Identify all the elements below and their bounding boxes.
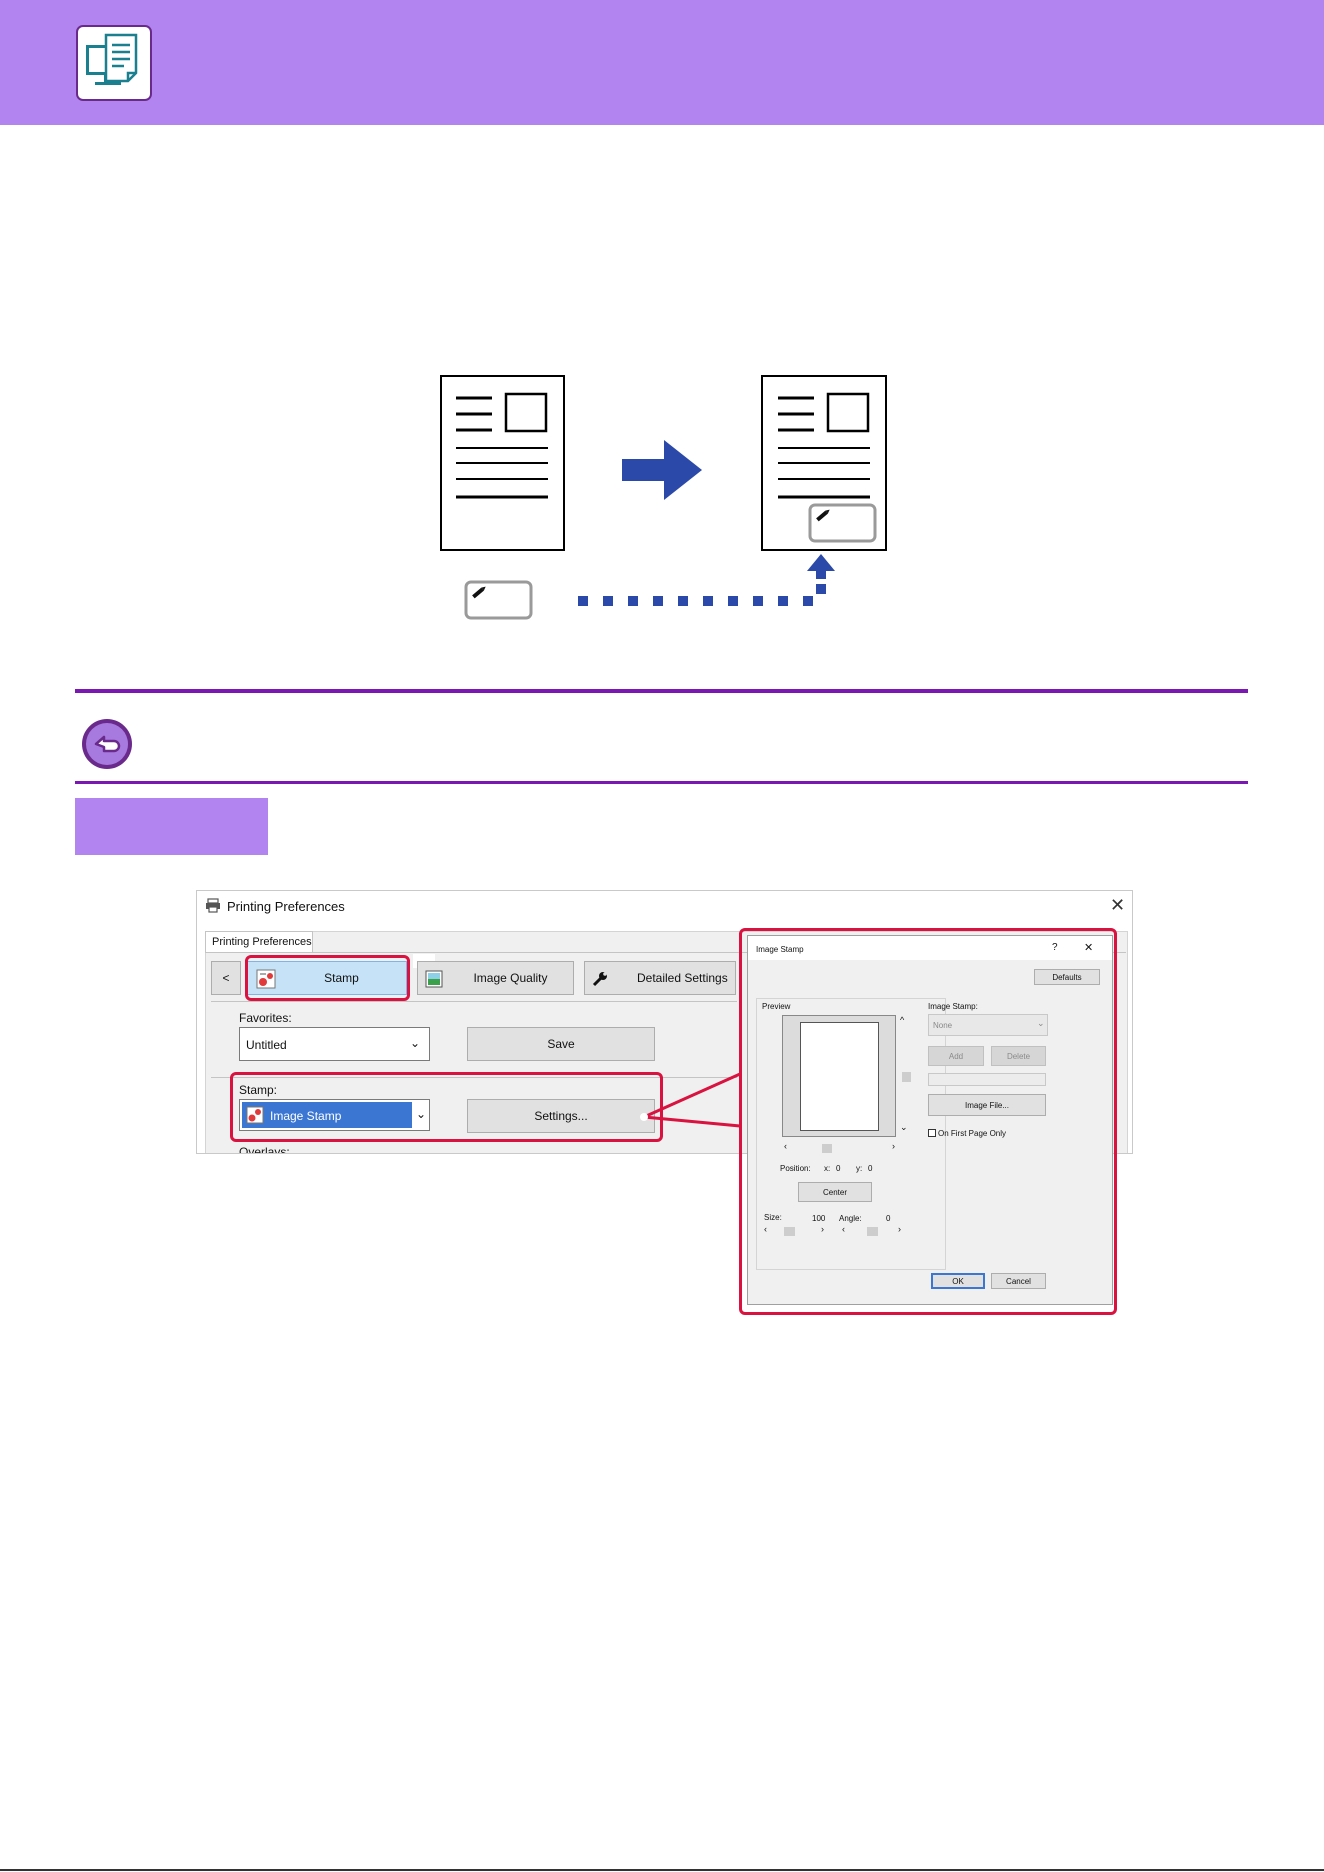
favorites-label: Favorites:: [239, 1011, 292, 1025]
printer-icon: [206, 898, 220, 913]
original-document: [440, 375, 565, 551]
stamped-document: [761, 375, 887, 551]
section-rule-bottom: [75, 781, 1248, 784]
dialog-title-bar: [748, 936, 1112, 960]
tab-printing-preferences[interactable]: Printing Preferences: [205, 931, 313, 953]
size-label: Size:: [764, 1213, 782, 1222]
cancel-button[interactable]: Cancel: [991, 1273, 1046, 1289]
window-title: Printing Preferences: [227, 899, 345, 914]
ok-button[interactable]: OK: [931, 1273, 985, 1289]
callout-connector: [640, 1072, 741, 1128]
stamp-image: [464, 580, 533, 620]
stamp-tab-highlight: [245, 955, 410, 1001]
favorites-select[interactable]: Untitled ⌄: [239, 1027, 430, 1061]
stamp-settings-highlight: [230, 1072, 663, 1142]
overlays-label: Overlays:: [239, 1145, 290, 1154]
x-value: 0: [836, 1164, 841, 1173]
chevron-down-icon: ⌄: [1037, 1018, 1045, 1028]
center-button[interactable]: Center: [798, 1182, 872, 1202]
first-page-only-label: On First Page Only: [938, 1129, 1007, 1138]
size-increase-icon[interactable]: ›: [821, 1224, 824, 1234]
preview-frame: [782, 1015, 896, 1137]
pencil-icon: [816, 509, 830, 522]
angle-slider-thumb[interactable]: [867, 1227, 878, 1236]
right-arrow-icon: [622, 440, 702, 500]
y-label: y:: [856, 1164, 863, 1173]
settings-button[interactable]: Settings...: [467, 1099, 655, 1133]
section-rule-top: [75, 689, 1248, 693]
chevron-right-icon[interactable]: ›: [892, 1141, 895, 1151]
dialog-title: Image Stamp: [756, 945, 804, 954]
stamp-on-document: [808, 503, 877, 543]
tab-detailed-settings[interactable]: Detailed Settings: [584, 961, 736, 995]
nav-prev-button[interactable]: <: [211, 961, 241, 995]
stamp-selected-highlight: [242, 1102, 412, 1128]
vertical-slider-thumb[interactable]: [902, 1072, 911, 1082]
step-badge: [75, 798, 268, 855]
angle-decrease-icon[interactable]: ‹: [842, 1224, 845, 1234]
size-slider-thumb[interactable]: [784, 1227, 795, 1236]
page-bottom-rule: [0, 1869, 1324, 1871]
angle-label: Angle:: [839, 1214, 862, 1223]
tab-stamp[interactable]: Stamp: [246, 961, 407, 995]
image-stamp-dialog-highlight: [739, 928, 1117, 1315]
y-value: 0: [868, 1164, 873, 1173]
tab-image-quality-label: Image Quality: [473, 971, 548, 985]
close-icon[interactable]: ✕: [1084, 942, 1094, 954]
image-stamp-label: Image Stamp:: [928, 1002, 978, 1011]
image-file-path-field[interactable]: [928, 1073, 1046, 1086]
tab-detailed-settings-label: Detailed Settings: [637, 971, 728, 985]
stamp-icon: [256, 969, 276, 989]
position-label: Position:: [780, 1164, 811, 1173]
angle-increase-icon[interactable]: ›: [898, 1224, 901, 1234]
tab-image-quality[interactable]: Image Quality: [417, 961, 574, 995]
wrench-icon: [592, 972, 607, 987]
horizontal-slider-thumb[interactable]: [822, 1144, 832, 1153]
image-quality-icon: [425, 970, 443, 988]
help-icon[interactable]: ?: [1052, 942, 1058, 953]
category-divider: [211, 1001, 737, 1002]
add-button[interactable]: Add: [928, 1046, 984, 1066]
image-stamp-select[interactable]: None ⌄: [928, 1014, 1048, 1036]
chevron-down-icon: ⌄: [416, 1107, 427, 1121]
chevron-up-icon[interactable]: ^: [900, 1015, 905, 1025]
preview-group: [756, 998, 946, 1270]
title-bar: Printing Preferences ✕: [197, 891, 1132, 921]
preview-page: [800, 1022, 879, 1131]
stamp-select[interactable]: Image Stamp ⌄: [239, 1099, 430, 1131]
close-icon[interactable]: ✕: [1110, 895, 1126, 915]
pencil-icon: [472, 586, 486, 599]
image-stamp-dialog: Image Stamp ? ✕ Defaults Preview ^ ⌄ ‹ ›…: [747, 935, 1113, 1305]
save-button[interactable]: Save: [467, 1027, 655, 1061]
x-label: x:: [824, 1164, 831, 1173]
chevron-down-icon[interactable]: ⌄: [900, 1122, 908, 1132]
stamp-value: Image Stamp: [270, 1109, 342, 1123]
chevron-left-icon[interactable]: ‹: [784, 1141, 787, 1151]
angle-value: 0: [886, 1214, 891, 1223]
printer-driver-icon: [76, 25, 152, 101]
favorites-value: Untitled: [246, 1038, 287, 1052]
dotted-path-arrow: [578, 554, 835, 606]
stamp-illustration: [440, 375, 887, 620]
tab-stamp-label: Stamp: [324, 971, 359, 985]
size-value: 100: [812, 1214, 826, 1223]
chevron-down-icon: ⌄: [410, 1036, 421, 1050]
tab-underline: [205, 952, 1126, 953]
first-page-only-checkbox[interactable]: [928, 1129, 936, 1137]
stamp-divider: [211, 1077, 737, 1078]
image-file-button[interactable]: Image File...: [928, 1094, 1046, 1116]
stamp-label: Stamp:: [239, 1083, 278, 1097]
defaults-button[interactable]: Defaults: [1034, 969, 1100, 985]
image-stamp-value: None: [933, 1021, 953, 1030]
back-arrow-icon: [80, 717, 134, 771]
stamp-icon: [246, 1106, 264, 1124]
preview-label: Preview: [762, 1002, 791, 1011]
delete-button[interactable]: Delete: [991, 1046, 1046, 1066]
header-bar: [0, 0, 1324, 125]
size-decrease-icon[interactable]: ‹: [764, 1224, 767, 1234]
